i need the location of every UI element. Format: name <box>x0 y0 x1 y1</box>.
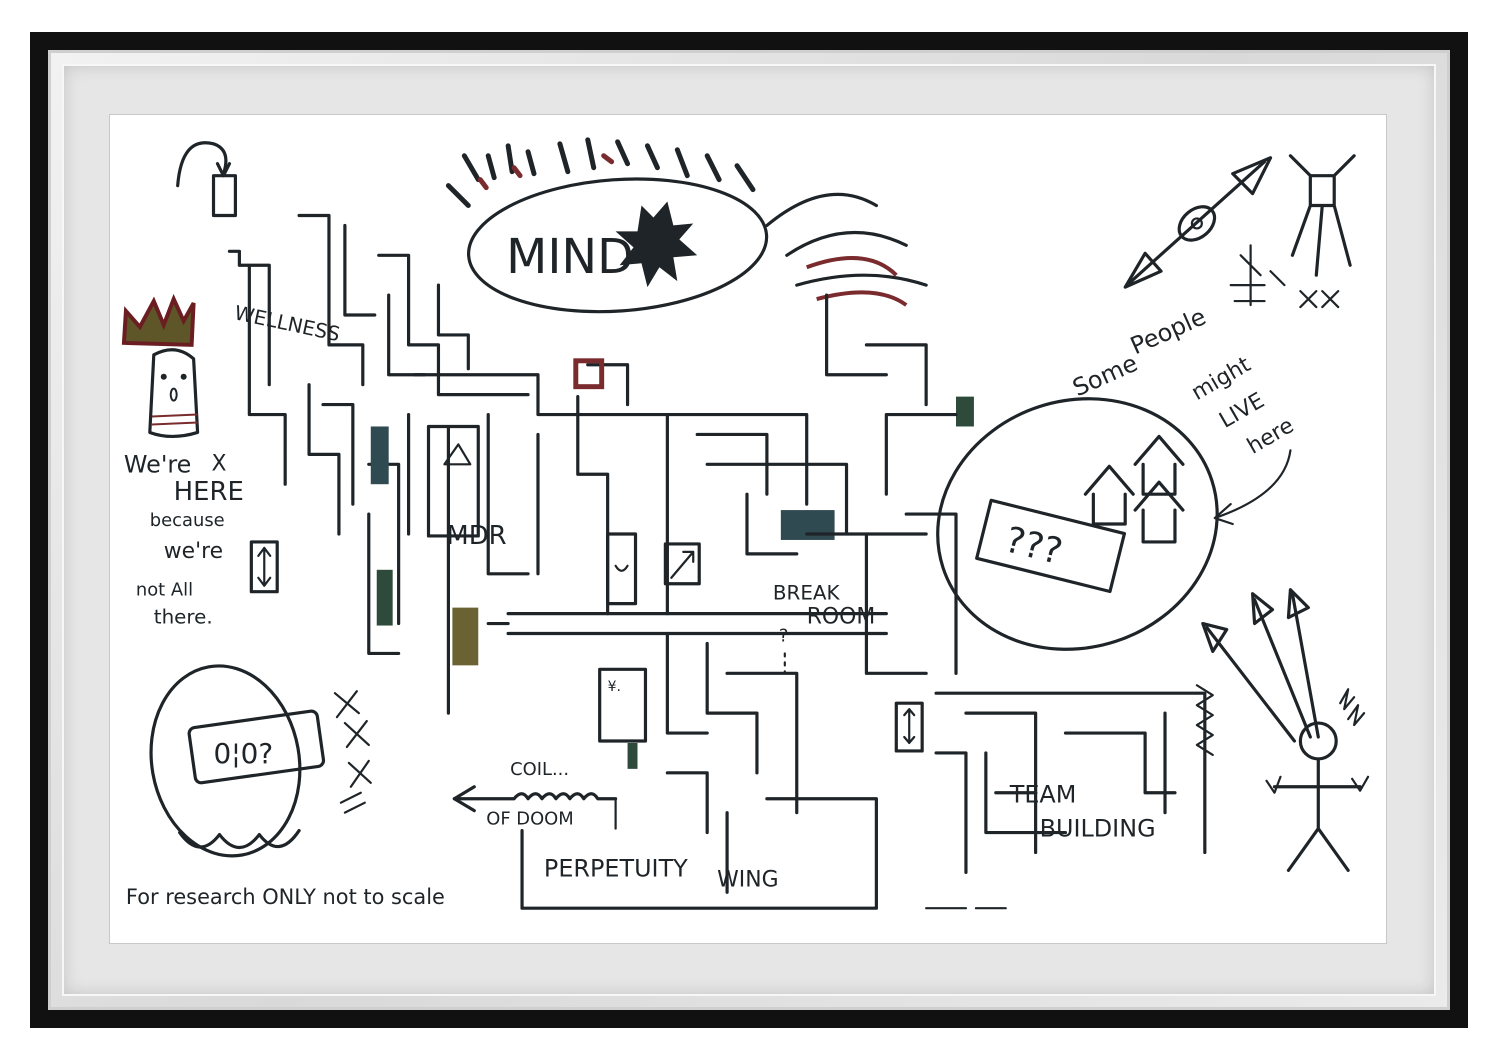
green-block-right <box>956 396 974 427</box>
left-note-were: We're <box>124 450 191 478</box>
left-elevator-box <box>249 540 279 594</box>
ghost-eye-left <box>160 373 167 380</box>
spear-lines <box>1205 592 1320 743</box>
wing-label: WING <box>717 867 778 892</box>
teal-block-left <box>370 426 389 485</box>
left-note-there: there. <box>154 606 213 629</box>
coil-label: COIL... <box>510 759 569 780</box>
pointer-arrow <box>1213 449 1292 526</box>
team-building-maze <box>934 691 1207 874</box>
break-label: BREAK <box>773 582 841 605</box>
ghost-face-icon <box>148 348 200 439</box>
left-note-not-all: not All <box>136 580 193 601</box>
spear-heads <box>1201 588 1310 654</box>
maze-left-lines <box>227 213 377 536</box>
diagonal-arrow-icon <box>670 550 695 579</box>
maze-center-left-lines <box>367 253 530 656</box>
face-smile <box>614 564 629 572</box>
hash-marks <box>339 791 366 814</box>
hook-arrow <box>176 141 228 188</box>
face-box <box>606 532 638 606</box>
green-block-left <box>376 569 393 626</box>
maze-center-lines <box>412 363 669 715</box>
of-doom-label: OF DOOM <box>486 809 574 830</box>
map-canvas: We're X HERE because we're not All there… <box>110 115 1386 943</box>
mind-label: MIND <box>506 230 634 285</box>
ink-splat-icon <box>615 201 698 288</box>
red-square <box>573 358 605 390</box>
left-elevator-arrows-icon <box>257 546 272 587</box>
lightning-marks-icon <box>1339 688 1366 727</box>
double-arrow-line <box>1127 160 1267 285</box>
building-label: BUILDING <box>1040 815 1156 843</box>
qqq-box <box>975 498 1127 594</box>
room-label: ROOM <box>807 605 876 630</box>
crown-icon <box>121 293 196 347</box>
zigzag-bottom <box>178 828 301 850</box>
ghost-eye-right <box>180 373 187 380</box>
arrow-box <box>663 542 701 586</box>
top-left-box <box>211 174 237 218</box>
people-label: People <box>1126 302 1210 360</box>
glyph-marks <box>1229 244 1340 309</box>
mdr-triangle-box <box>426 424 480 538</box>
zigzag-right <box>1195 684 1214 757</box>
left-note-were-2: we're <box>164 539 223 564</box>
left-note-because: because <box>150 510 225 531</box>
hatch-strokes-top <box>445 137 756 209</box>
map-drawing: We're X HERE because we're not All there… <box>121 137 1370 910</box>
glyph-figure <box>1288 154 1356 277</box>
house-icon-2 <box>1133 434 1185 496</box>
perpetuity-label: PERPETUITY <box>544 854 688 882</box>
branches-right <box>765 192 928 287</box>
ghost-mouth <box>169 387 178 402</box>
hand-marks <box>1265 775 1370 794</box>
triangle-icon <box>443 443 472 466</box>
main-corridor <box>486 612 888 636</box>
left-note-x: X <box>212 451 227 476</box>
mind-oval <box>467 177 769 314</box>
left-circle <box>149 664 302 858</box>
ghost-stripes <box>151 413 198 426</box>
house-icon-1 <box>1083 464 1135 526</box>
stick-figure-body <box>1272 757 1362 872</box>
question-mark-label: ? <box>779 625 789 646</box>
oio-label: 0¦0? <box>214 737 274 770</box>
olive-block <box>452 607 479 666</box>
maze-lower-lines <box>665 631 799 894</box>
coil-arrow-head <box>452 785 476 813</box>
right-elevator-arrows-icon <box>903 708 916 745</box>
maze-right-lines <box>665 293 958 675</box>
green-block-bottom <box>627 742 638 769</box>
oio-box <box>187 709 326 785</box>
perpetuity-wing-outline <box>520 797 878 910</box>
vending-box <box>598 667 648 743</box>
arrow-ring <box>1177 205 1217 242</box>
right-oval <box>936 397 1219 651</box>
branches-red <box>806 256 908 307</box>
cross-marks-icon <box>333 690 372 788</box>
double-arrow-head-right <box>1231 156 1273 196</box>
coil-spring <box>452 792 618 801</box>
right-elevator-box <box>894 701 924 753</box>
team-label: TEAM <box>1009 781 1077 809</box>
hatch-strokes-red <box>477 153 615 191</box>
arrow-ring-center <box>1190 217 1203 230</box>
left-note-here: HERE <box>174 477 244 507</box>
scale-note: For research ONLY not to scale <box>126 885 445 909</box>
house-icon-3 <box>1133 480 1185 544</box>
some-label: Some <box>1068 349 1141 402</box>
qqq-label: ??? <box>1001 519 1066 573</box>
vending-symbols: ¥. <box>608 679 621 695</box>
double-arrow-head-left <box>1123 251 1163 289</box>
mdr-label: MDR <box>446 521 506 551</box>
